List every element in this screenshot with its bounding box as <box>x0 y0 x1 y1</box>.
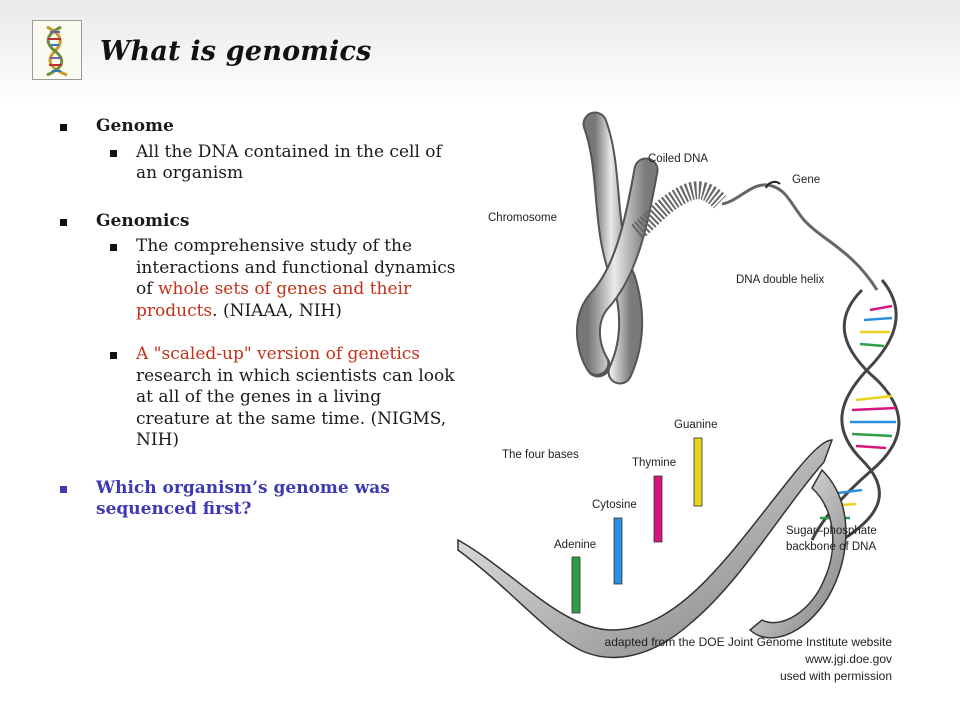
label-cytosine: Cytosine <box>592 499 637 511</box>
square-bullet-icon <box>110 149 117 157</box>
label-gene: Gene <box>792 174 820 186</box>
square-bullet-icon <box>60 485 67 493</box>
bullet-list: Genome All the DNA contained in the cell… <box>58 116 458 525</box>
genome-illustration: Chromosome Coiled DNA Gene DNA double he… <box>452 110 922 695</box>
scaled-up-rest: research in which scientists can look at… <box>136 365 455 451</box>
gene-bracket-icon <box>765 180 781 189</box>
sugar-phosphate-ribbon <box>457 439 847 659</box>
genome-definition-text: All the DNA contained in the cell of an … <box>136 141 442 184</box>
bullet-question: Which organism’s genome was sequenced fi… <box>58 478 458 521</box>
header-band <box>0 0 960 104</box>
label-four-bases: The four bases <box>502 449 579 461</box>
slide-title: What is genomics <box>100 36 372 67</box>
question-text: Which organism’s genome was sequenced fi… <box>96 477 390 520</box>
credit-line3: used with permission <box>780 669 892 683</box>
dna-strand <box>721 183 879 291</box>
label-backbone-line1: Sugar–phosphate <box>786 525 877 537</box>
label-backbone-line2: backbone of DNA <box>786 541 876 553</box>
genomics-def-part2: . (NIAAA, NIH) <box>212 300 342 321</box>
dna-logo-icon <box>32 20 82 80</box>
adenine-bar <box>571 556 581 614</box>
scaled-up-text: A "scaled-up" version of genetics resear… <box>136 344 455 450</box>
square-bullet-icon <box>110 352 117 359</box>
label-adenine: Adenine <box>554 539 596 551</box>
coiled-dna-shape <box>631 181 727 240</box>
genomics-heading: Genomics <box>96 210 190 231</box>
genomics-definition-text: The comprehensive study of the interacti… <box>136 236 456 321</box>
square-bullet-icon <box>110 244 117 251</box>
credit-line2: www.jgi.doe.gov <box>804 652 892 666</box>
genomics-def-highlight: whole sets of genes and their products <box>136 279 412 321</box>
guanine-bar <box>693 437 703 507</box>
bullet-genome-definition: All the DNA contained in the cell of an … <box>58 142 458 185</box>
label-coiled-dna: Coiled DNA <box>648 153 708 165</box>
genome-heading: Genome <box>96 116 174 136</box>
credit-line1: adapted from the DOE Joint Genome Instit… <box>605 635 893 649</box>
base-pairs <box>571 437 703 614</box>
label-chromosome: Chromosome <box>488 212 557 224</box>
label-thymine: Thymine <box>632 457 676 469</box>
bullet-genomics: Genomics <box>58 211 458 233</box>
thymine-bar <box>653 475 663 543</box>
bullet-genomics-definition: The comprehensive study of the interacti… <box>58 236 458 322</box>
square-bullet-icon <box>60 218 67 226</box>
genome-diagram: Chromosome Coiled DNA Gene DNA double he… <box>457 111 901 683</box>
bullet-scaled-up: A "scaled-up" version of genetics resear… <box>58 344 458 452</box>
chromosome-shape <box>575 111 659 385</box>
cytosine-bar <box>613 517 623 585</box>
label-double-helix: DNA double helix <box>736 274 824 286</box>
bullet-genome: Genome <box>58 116 458 138</box>
double-helix-shape <box>810 279 901 542</box>
genomics-def-part1: The comprehensive study of the interacti… <box>136 236 456 299</box>
label-guanine: Guanine <box>674 419 717 431</box>
square-bullet-icon <box>60 124 67 131</box>
scaled-up-highlight: A "scaled-up" version of genetics <box>136 344 420 364</box>
